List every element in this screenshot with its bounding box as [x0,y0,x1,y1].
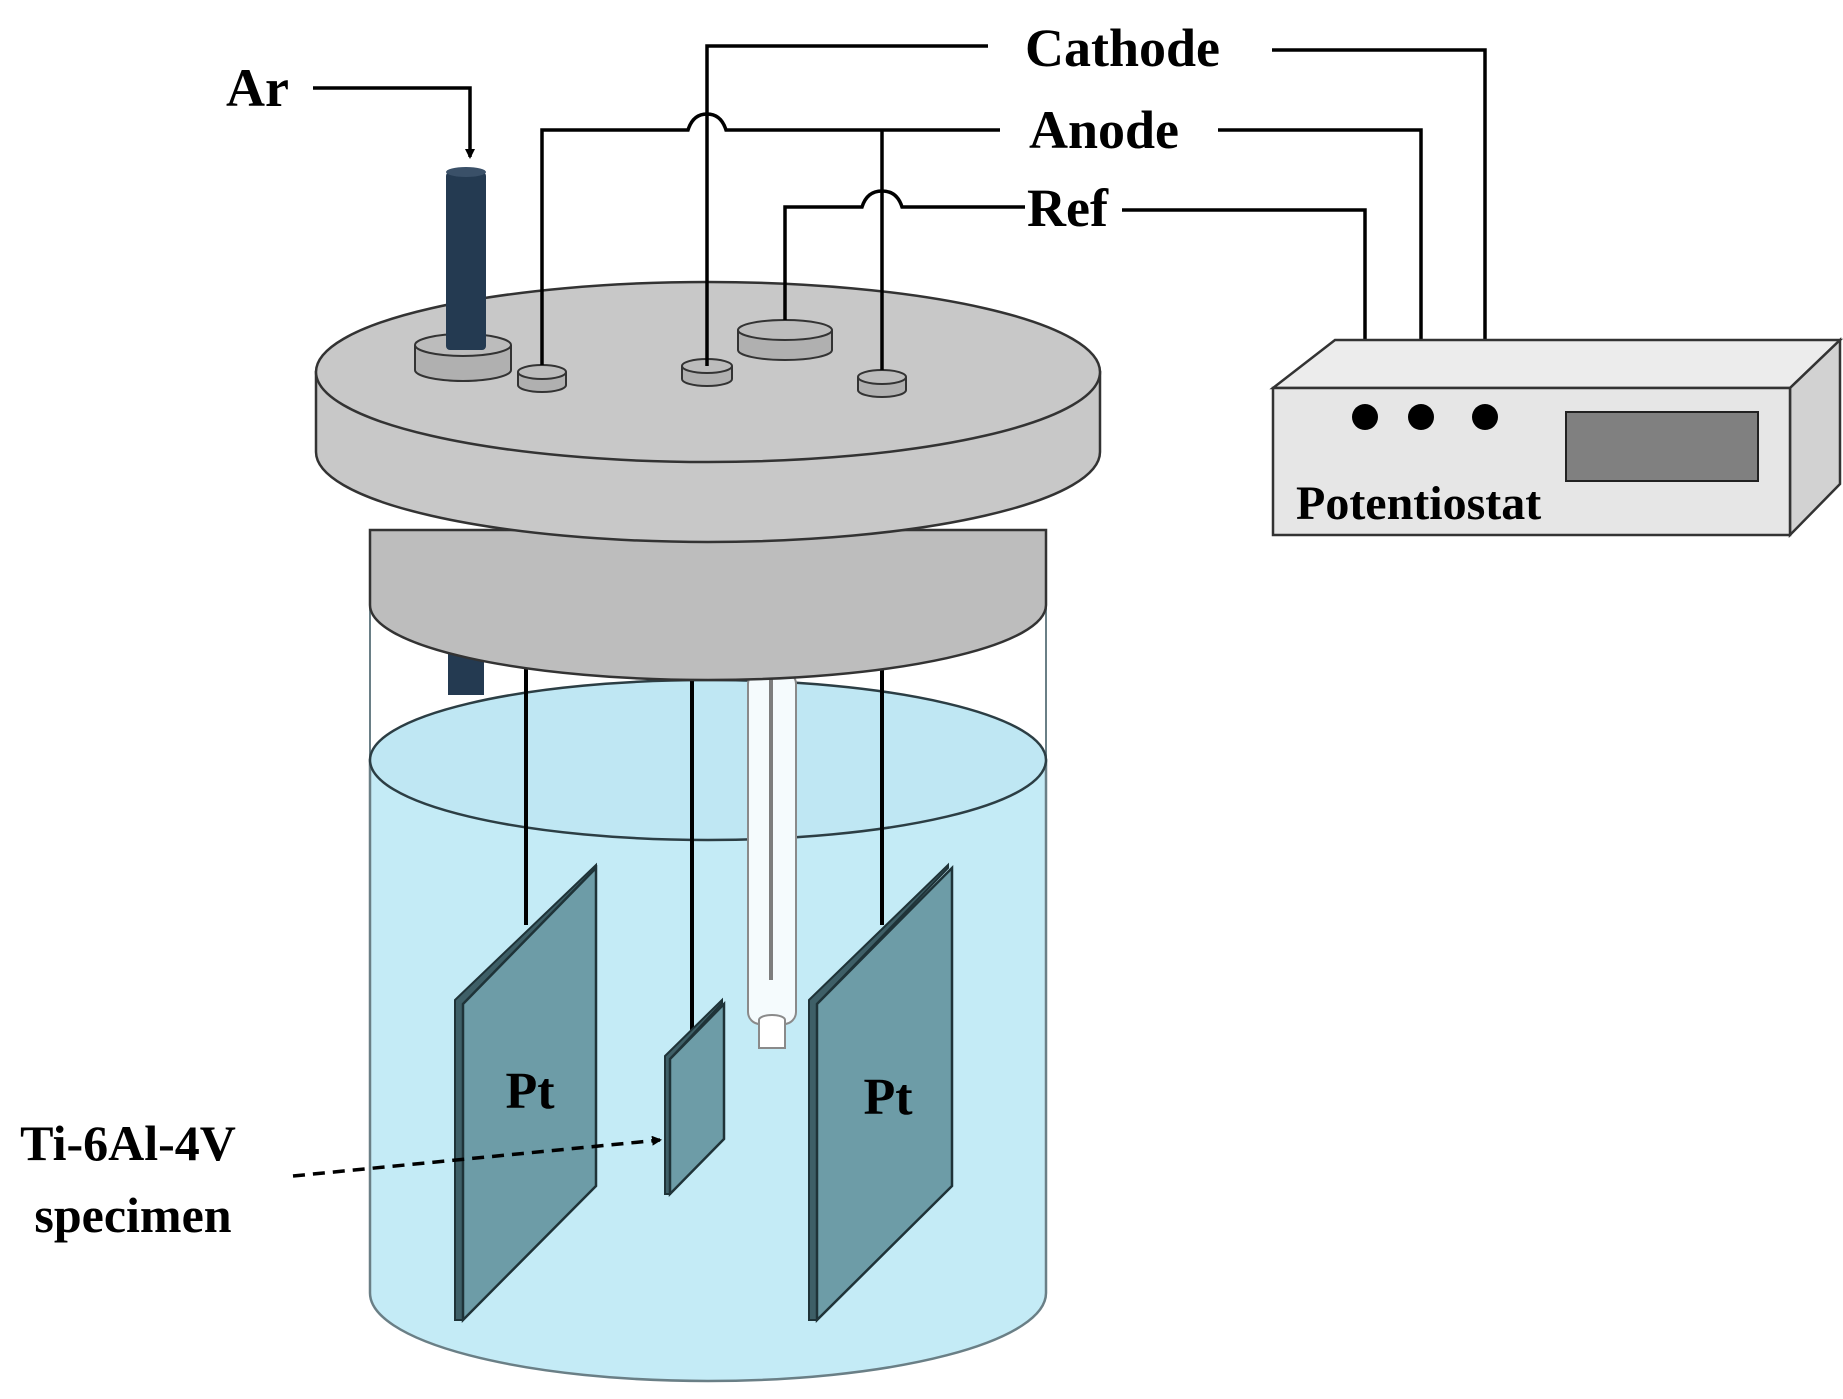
lid-ports [414,319,907,398]
electrolyte-surface [368,678,1048,842]
terminal-ref [1352,404,1378,430]
reference-port-top [737,319,833,341]
anode-port-left-top [517,364,567,380]
reference-electrode [747,671,797,1049]
pt-electrode-left: Pt [454,862,598,1324]
cathode-line [705,44,988,366]
gas-tube-top [446,167,486,177]
ar-arrow-line [313,86,475,159]
anode-line-out [1218,128,1423,412]
lid-plug [368,528,1048,682]
potentiostat-display [1565,411,1759,482]
specimen-label-line2: specimen [34,1187,231,1243]
gas-tube-upper [446,172,486,350]
potentiostat: Potentiostat [1269,337,1843,539]
specimen-pointer [292,1135,662,1178]
ref-line [783,189,1025,320]
potentiostat-label: Potentiostat [1296,477,1541,530]
specimen-electrode [664,997,726,1198]
anode-line [540,112,1000,365]
pt-label-right: Pt [863,1069,913,1126]
terminal-anode [1408,404,1434,430]
external-wiring [292,44,1487,1178]
pt-plate-right [815,864,954,1324]
anode-port-right-top [857,369,907,385]
specimen-label-line1: Ti-6Al-4V [20,1115,236,1171]
cell-internal-wires [524,660,884,1045]
ar-label: Ar [226,58,289,118]
terminal-cathode [1472,404,1498,430]
gas-inlet-tube [446,167,486,350]
potentiostat-top [1269,338,1843,390]
ref-label: Ref [1027,178,1109,238]
cathode-line-out [1272,48,1487,412]
anode-label: Anode [1029,100,1179,160]
reference-tip [758,1020,786,1049]
pt-label-left: Pt [505,1063,555,1120]
pt-plate-left [461,864,598,1324]
pt-electrode-right: Pt [808,862,954,1324]
specimen-plate [668,1000,726,1198]
cathode-label: Cathode [1025,18,1220,78]
